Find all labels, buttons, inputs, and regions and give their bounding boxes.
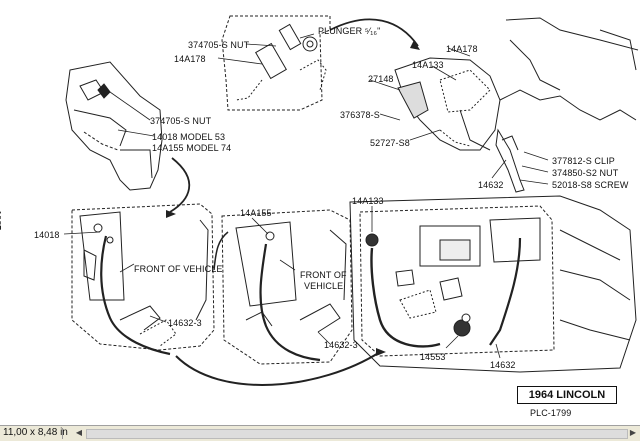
label-14a133-top: 14A133	[412, 60, 444, 70]
horizontal-scrollbar[interactable]	[86, 429, 628, 439]
plate-code: PLC-1799	[530, 408, 572, 418]
page-number: 1067	[0, 210, 2, 230]
label-14553: 14553	[420, 352, 446, 362]
diagram-title: 1964 LINCOLN	[517, 386, 617, 404]
page-size-readout: 11,00 x 8,48 in	[3, 427, 68, 438]
label-14a178-left: 14A178	[174, 54, 206, 64]
connector-curve-top	[329, 18, 419, 47]
label-plunger: PLUNGER ⁵⁄₁₆"	[318, 26, 381, 36]
label-14632-lower: 14632	[490, 360, 516, 370]
label-14632-3-left: 14632-3	[168, 318, 202, 328]
label-model74: 14A155 MODEL 74	[152, 143, 232, 153]
label-376378: 376378-S	[340, 110, 380, 120]
label-14632-3-right: 14632-3	[324, 340, 358, 350]
label-front-mid-2: VEHICLE	[304, 281, 344, 291]
status-separator	[62, 428, 63, 439]
connector-curve-middle	[213, 231, 229, 271]
label-front-mid-1: FRONT OF	[300, 270, 347, 280]
scroll-right-arrow-icon[interactable]: ▶	[629, 428, 637, 437]
connector-curve-bottom	[175, 351, 381, 386]
label-model53: 14018 MODEL 53	[152, 132, 226, 142]
lower-right-panel	[349, 195, 637, 373]
label-front-left: FRONT OF VEHICLE	[134, 264, 223, 274]
plunger-switch-panel	[221, 15, 331, 111]
lower-left-panel	[71, 203, 215, 356]
label-14632-upper: 14632	[478, 180, 504, 190]
bracket-left	[65, 61, 163, 191]
label-27148: 27148	[368, 74, 394, 84]
connector-curve-left	[169, 157, 191, 213]
scroll-left-arrow-icon[interactable]: ◀	[75, 428, 83, 437]
lower-middle-panel	[221, 209, 353, 365]
label-nut-left: 374705-S NUT	[150, 116, 212, 126]
label-14a178-right: 14A178	[446, 44, 478, 54]
label-52727: 52727-S8	[370, 138, 410, 148]
label-nut-s2: 374850-S2 NUT	[552, 168, 619, 178]
label-14a133-mid: 14A133	[352, 196, 384, 206]
label-nut-top: 374705-S NUT	[188, 40, 250, 50]
label-14a155: 14A155	[240, 208, 272, 218]
label-14018: 14018	[34, 230, 60, 240]
label-clip: 377812-S CLIP	[552, 156, 615, 166]
status-bar: 11,00 x 8,48 in ◀ ▶	[0, 425, 640, 441]
column-assembly	[394, 17, 639, 193]
label-screw: 52018-S8 SCREW	[552, 180, 629, 190]
diagram-artwork	[63, 15, 639, 386]
